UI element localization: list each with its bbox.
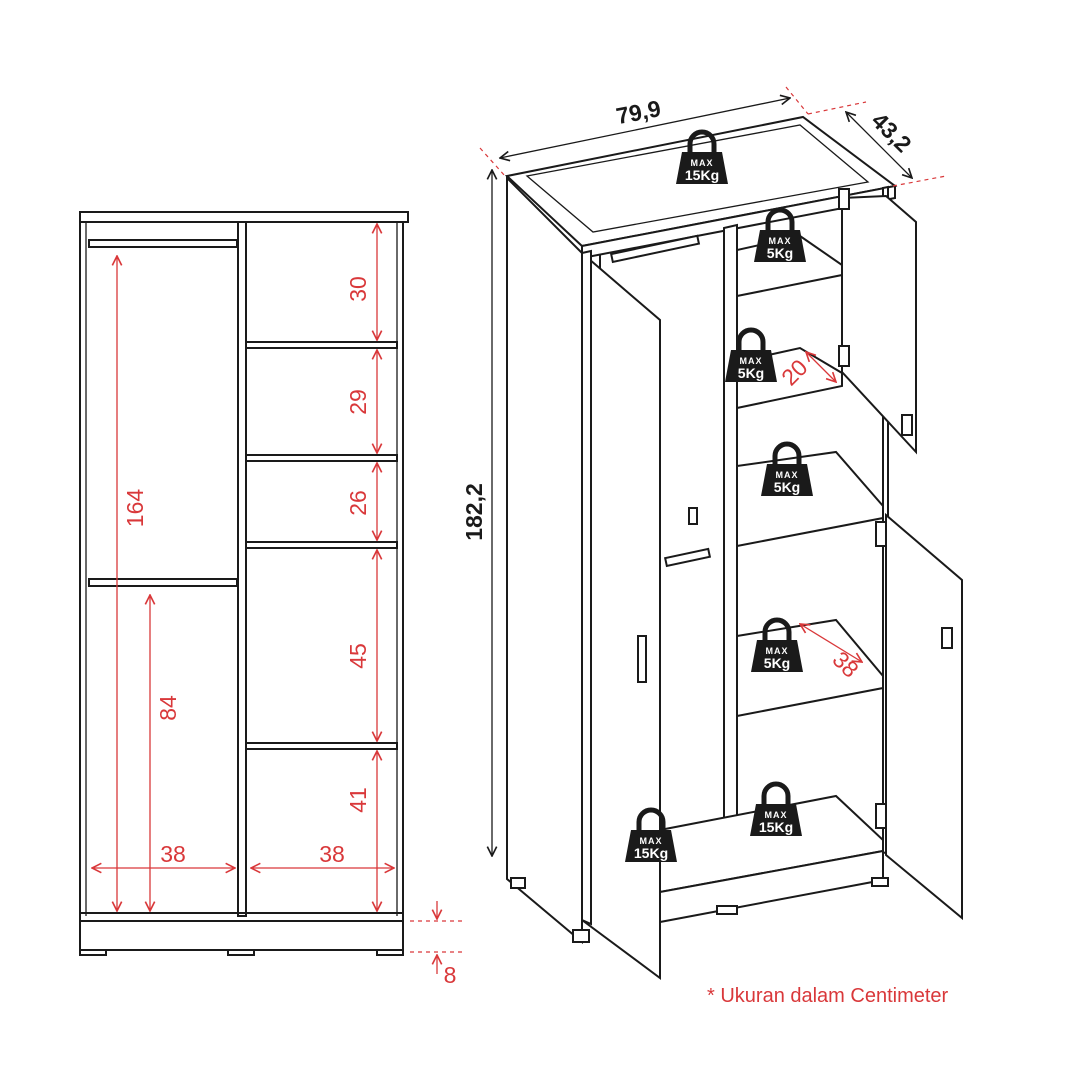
iso-hanging-rail-upper [609, 234, 701, 264]
label-41: 41 [345, 787, 371, 813]
label-30: 30 [345, 276, 371, 302]
weight-max-label: MAX [765, 810, 788, 820]
weight-value: 5Kg [774, 479, 800, 495]
label-26: 26 [345, 490, 371, 516]
label-depth: 43,2 [867, 107, 917, 157]
front-foot-middle [227, 949, 255, 956]
front-top-board [79, 211, 409, 223]
label-width: 79,9 [614, 95, 663, 129]
dim-line-width [500, 98, 790, 158]
iso-foot-right [871, 877, 889, 887]
units-note: * Ukuran dalam Centimeter [707, 985, 949, 1007]
weight-badge-shelf-4: MAX 5Kg [751, 620, 803, 672]
iso-door-handle-right-lower [941, 627, 953, 649]
weight-max-label: MAX [740, 356, 763, 366]
iso-hinge-4 [875, 803, 887, 829]
iso-left-door [581, 250, 661, 980]
iso-left-door-edge [581, 249, 592, 926]
label-84: 84 [155, 695, 181, 721]
iso-hinge-1 [838, 188, 850, 210]
label-height: 182,2 [461, 483, 487, 541]
weight-badge-shelf-1: MAX 5Kg [754, 210, 806, 262]
front-foot-right [376, 949, 404, 956]
iso-hinge-3 [875, 521, 887, 547]
label-8: 8 [444, 962, 457, 988]
weight-value: 5Kg [764, 655, 790, 671]
front-view: 164 84 38 38 30 29 26 45 41 8 [79, 211, 462, 988]
weight-badge-bottom-right: MAX 15Kg [750, 784, 802, 836]
dim-line-shelf-38 [800, 624, 862, 662]
weight-value: 5Kg [767, 245, 793, 261]
iso-guide-depth-a [807, 101, 867, 115]
dim-line-shelf-20 [806, 352, 836, 382]
iso-guide-left [479, 147, 506, 177]
iso-lock [688, 507, 698, 525]
label-38-right: 38 [319, 841, 345, 867]
weight-badge-shelf-2: MAX 5Kg [725, 330, 777, 382]
iso-lower-right-door [885, 512, 963, 921]
iso-foot-left [510, 877, 526, 889]
label-29: 29 [345, 389, 371, 415]
weight-badge-bottom-left: MAX 15Kg [625, 810, 677, 862]
iso-center-divider [723, 223, 738, 877]
weight-value: 15Kg [634, 845, 668, 861]
weight-badge-top: MAX 15Kg [676, 132, 728, 184]
weight-value: 15Kg [759, 819, 793, 835]
iso-guide-depth-b [892, 175, 947, 187]
hanging-rail-upper [88, 239, 238, 248]
front-foot-left [79, 949, 107, 956]
weight-max-label: MAX [640, 836, 663, 846]
hanging-rail-lower [88, 578, 238, 587]
weight-value: 5Kg [738, 365, 764, 381]
front-shelf-1 [245, 341, 398, 349]
iso-foot-front [572, 929, 590, 943]
weight-max-label: MAX [766, 646, 789, 656]
iso-door-handle-left [637, 635, 647, 683]
dim-line-depth [846, 112, 912, 178]
isometric-view: 79,9 43,2 182,2 20 38 [461, 86, 963, 980]
weight-value: 15Kg [685, 167, 719, 183]
label-45: 45 [345, 643, 371, 669]
iso-hanging-rail-lower [663, 547, 712, 568]
iso-hinge-2 [838, 345, 850, 367]
front-shelf-4 [245, 742, 398, 750]
iso-left-side [506, 175, 583, 945]
weight-max-label: MAX [691, 158, 714, 168]
iso-door-handle-right-upper [901, 414, 913, 436]
front-shelf-2 [245, 454, 398, 462]
iso-guide-mid [785, 86, 809, 115]
front-divider [237, 221, 247, 917]
label-38-left: 38 [160, 841, 186, 867]
label-164: 164 [122, 489, 148, 528]
weight-max-label: MAX [769, 236, 792, 246]
front-shelf-3 [245, 541, 398, 549]
weight-badge-shelf-3: MAX 5Kg [761, 444, 813, 496]
weight-max-label: MAX [776, 470, 799, 480]
iso-upper-right-door [841, 194, 917, 455]
iso-foot-middle [716, 905, 738, 915]
